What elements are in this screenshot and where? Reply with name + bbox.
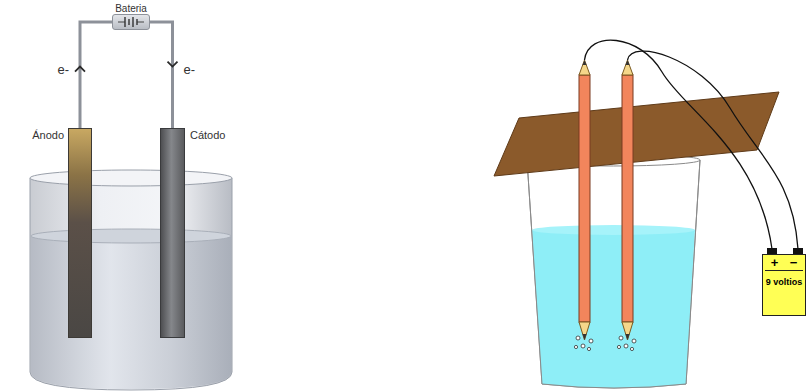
wire-connector [75, 22, 112, 128]
wires [585, 40, 799, 249]
terminal-sign: − [784, 256, 803, 271]
pencil-right [622, 60, 633, 340]
cathode-electrode: Cátodo [160, 128, 185, 338]
battery-9v: +− 9 voltios [762, 254, 806, 316]
water-glass [527, 154, 700, 388]
electron-label: e- [183, 63, 197, 76]
arrow-head [75, 67, 85, 72]
wooden-board [494, 92, 779, 176]
electrode-label: Ánodo [32, 129, 64, 141]
electron-label: e- [56, 63, 70, 76]
voltage-label: 9 voltios [765, 277, 803, 288]
electrode-label: Cátodo [190, 129, 225, 141]
battery-symbol [113, 15, 149, 29]
pencil-left [579, 60, 590, 340]
battery-label: Bateria [115, 3, 147, 14]
arrow-head [168, 62, 178, 67]
bubbles [574, 336, 636, 351]
anode-electrode: Ánodo [68, 128, 92, 338]
beaker [30, 170, 232, 390]
wire-connector [150, 22, 178, 128]
battery-box: Bateria [112, 14, 150, 30]
terminal-sign: + [765, 256, 784, 271]
